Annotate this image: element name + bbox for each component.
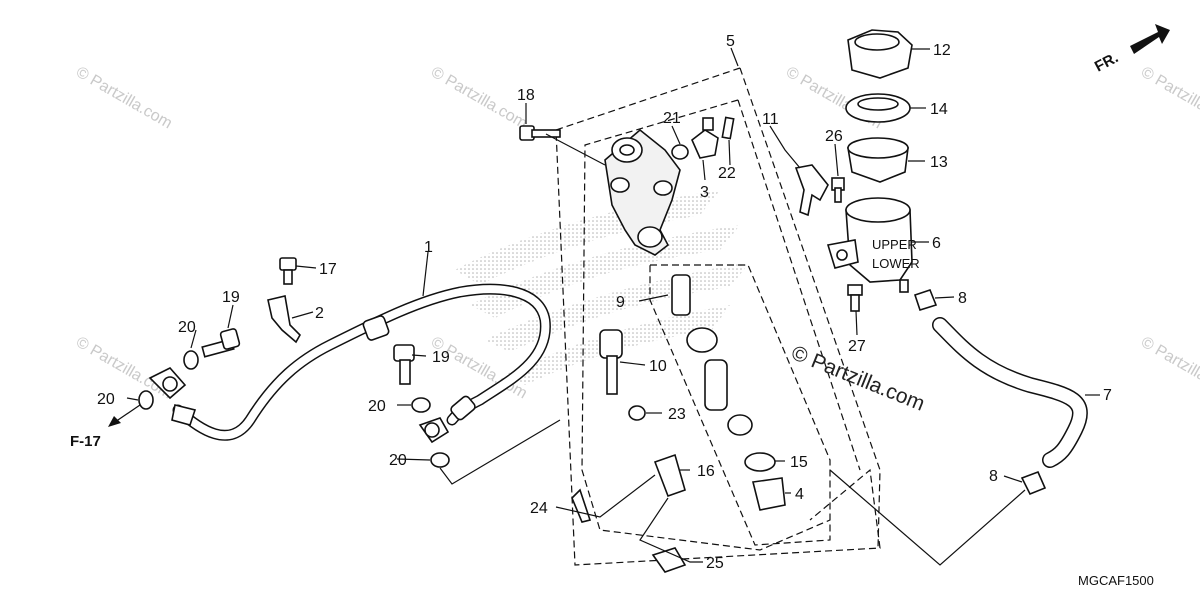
reservoir-hose-7 <box>932 317 1088 468</box>
secondary-cup <box>704 359 728 411</box>
callout-18: 18 <box>517 87 535 104</box>
callout-8-bottom: 8 <box>989 468 998 485</box>
callout-26: 26 <box>825 128 843 145</box>
sealing-washer-group <box>138 350 450 468</box>
sealing-washer <box>138 390 154 410</box>
callout-21: 21 <box>663 110 681 127</box>
joint-16 <box>653 453 686 498</box>
callout-2: 2 <box>315 305 324 322</box>
callout-15: 15 <box>790 454 808 471</box>
reservoir-6: UPPER LOWER <box>826 197 920 293</box>
callout-9: 9 <box>616 294 625 311</box>
callout-1: 1 <box>424 239 433 256</box>
piston-set <box>671 274 786 511</box>
oil-bolt-center <box>393 344 415 385</box>
hose-clip-8-top <box>913 289 938 311</box>
brake-hose <box>148 283 551 444</box>
cotter-pin-24 <box>571 488 592 523</box>
bolt-26 <box>831 177 845 203</box>
spring-9 <box>671 274 691 316</box>
callout-13: 13 <box>930 154 948 171</box>
watermark: © Partzilla.com <box>73 334 175 403</box>
callout-14: 14 <box>930 101 948 118</box>
boot-4 <box>752 477 786 511</box>
push-rod-10 <box>599 329 623 395</box>
joint-3-nipple <box>702 117 714 131</box>
oil-bolt-left <box>201 328 241 358</box>
callout-23: 23 <box>668 406 686 423</box>
joint-parts <box>671 116 735 160</box>
callout-19-left: 19 <box>222 289 240 306</box>
bolt-18 <box>519 125 561 141</box>
reservoir-stay-11 <box>794 164 829 217</box>
hose-clamp-2 <box>267 295 301 344</box>
callout-7: 7 <box>1103 387 1112 404</box>
joint-3 <box>691 129 719 159</box>
watermark: © Partzilla.com <box>73 64 175 133</box>
assembly-outline <box>555 67 881 566</box>
callout-16: 16 <box>697 463 715 480</box>
callout-20-center: 20 <box>368 398 386 415</box>
watermark: © Partzilla.com <box>1138 64 1200 133</box>
reservoir-upper-mark: UPPER <box>872 237 917 252</box>
front-direction-indicator: FR. <box>1092 24 1170 76</box>
sealing-washer <box>411 397 431 413</box>
watermark: © Partzilla.com <box>1138 334 1200 403</box>
piston-seal <box>727 414 753 436</box>
sealing-washer <box>430 452 450 468</box>
o-ring-21 <box>671 144 689 160</box>
reservoir-cap-12 <box>847 29 913 79</box>
callout-3: 3 <box>700 184 709 201</box>
callout-6: 6 <box>932 235 941 252</box>
leader-lines <box>126 47 1100 566</box>
circlip-15 <box>744 452 776 472</box>
reservoir-plate-14 <box>845 93 911 123</box>
callout-24: 24 <box>530 500 548 517</box>
watermark: © Partzilla.com <box>428 64 530 133</box>
callout-12: 12 <box>933 42 951 59</box>
callout-19-center: 19 <box>432 349 450 366</box>
reservoir-lower-mark: LOWER <box>872 256 920 271</box>
callout-11: 11 <box>762 111 779 128</box>
piston-cup <box>686 327 718 353</box>
callout-22: 22 <box>718 165 736 182</box>
bolt-27 <box>847 284 863 312</box>
reference-label: F-17 <box>70 433 101 450</box>
master-cylinder-body <box>604 128 681 256</box>
callout-25: 25 <box>706 555 724 572</box>
callout-labels: 1 2 3 4 5 6 7 8 8 9 10 11 12 13 14 15 16… <box>97 33 1112 572</box>
reference-marker: F-17 <box>70 404 141 450</box>
hose-clip-8-bottom <box>1020 470 1047 496</box>
arrow-left-down-icon <box>108 416 121 427</box>
callout-20-lower-left: 20 <box>97 391 115 408</box>
sealing-washer <box>183 350 199 370</box>
arrow-up-right-icon <box>1130 24 1170 54</box>
diagram-code: MGCAF1500 <box>1078 573 1154 588</box>
callout-5: 5 <box>726 33 735 50</box>
callout-20-upper-left: 20 <box>178 319 196 336</box>
callout-20-bottom: 20 <box>389 452 407 469</box>
callout-8-top: 8 <box>958 290 967 307</box>
callout-17: 17 <box>319 261 337 278</box>
diaphragm-13 <box>847 137 909 183</box>
joint-pin-25 <box>651 547 687 573</box>
callout-10: 10 <box>649 358 667 375</box>
callout-4: 4 <box>795 486 804 503</box>
nut-23 <box>628 405 646 421</box>
screw-22 <box>721 116 735 140</box>
front-label: FR. <box>1092 49 1121 75</box>
bolt-17 <box>279 257 297 285</box>
callout-27: 27 <box>848 338 866 355</box>
